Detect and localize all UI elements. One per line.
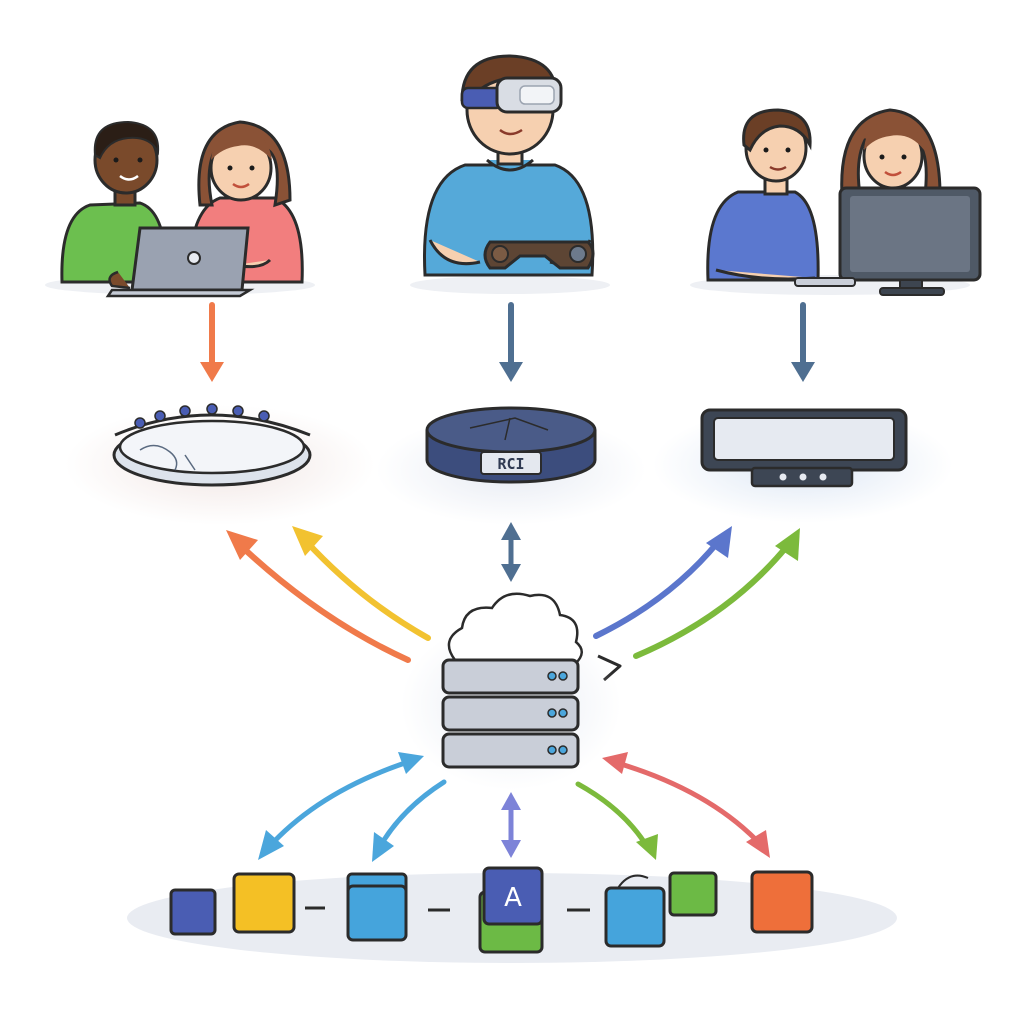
arrow-down-vr-to-puck bbox=[499, 302, 523, 382]
ring-device bbox=[65, 403, 375, 525]
module-tile-blue-green bbox=[604, 871, 718, 948]
cloud-server bbox=[401, 592, 621, 790]
arrow-server-module-3 bbox=[501, 792, 521, 858]
module-tile-blue-stack bbox=[346, 872, 408, 942]
puck-device-label: RCI bbox=[497, 455, 524, 473]
module-tile-navy bbox=[169, 888, 217, 936]
module-tray: A bbox=[127, 866, 897, 963]
arrow-server-module-2 bbox=[372, 779, 447, 862]
vr-headset-icon bbox=[460, 76, 563, 114]
arrow-server-to-panel-green bbox=[633, 528, 800, 659]
arrow-server-to-panel-indigo bbox=[593, 526, 732, 639]
arrow-server-module-4 bbox=[575, 781, 658, 860]
desktop-monitor-icon bbox=[794, 186, 982, 296]
person-boy-blue-shirt bbox=[706, 108, 820, 282]
arrow-server-module-1 bbox=[258, 752, 424, 860]
arrow-server-puck-bidirectional bbox=[501, 522, 521, 582]
puck-device: RCI bbox=[376, 406, 646, 525]
laptop-icon bbox=[105, 226, 255, 298]
module-tile-yellow bbox=[232, 872, 296, 934]
cloud-icon bbox=[447, 592, 583, 666]
server-stack-icon bbox=[441, 658, 580, 769]
group-laptop-pair bbox=[45, 120, 315, 298]
group-desktop-pair bbox=[690, 108, 982, 296]
person-girl-brown-hair bbox=[840, 108, 942, 197]
module-tile-a-label: A bbox=[504, 883, 522, 913]
arrow-server-to-ring-yellow bbox=[292, 526, 431, 641]
group-vr-user bbox=[410, 54, 610, 294]
module-tile-a: A bbox=[478, 866, 544, 954]
panel-device bbox=[653, 407, 953, 523]
arrow-server-to-ring-orange bbox=[226, 530, 411, 663]
arrow-server-module-5 bbox=[602, 752, 770, 858]
module-tile-orange bbox=[750, 870, 814, 934]
arrow-down-laptop-to-ring bbox=[200, 302, 224, 382]
game-controller-icon bbox=[483, 240, 595, 270]
arrow-down-desktop-to-panel bbox=[791, 302, 815, 382]
